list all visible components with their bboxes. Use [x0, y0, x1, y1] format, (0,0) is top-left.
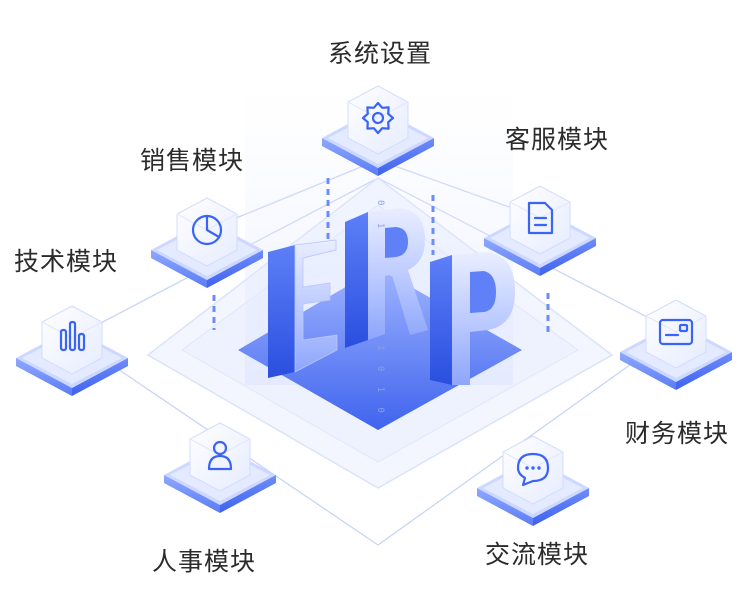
pie-chart-icon: [191, 214, 223, 246]
data-streams: [212, 178, 550, 335]
connection-line: [377, 331, 677, 546]
module-system[interactable]: [322, 85, 434, 176]
module-service[interactable]: [484, 185, 596, 276]
module-comm[interactable]: [477, 435, 589, 526]
letter-e: [268, 239, 338, 378]
module-base-left: [477, 488, 533, 526]
module-base-right: [540, 238, 596, 276]
binary-top: 0 1: [375, 200, 385, 234]
module-hr[interactable]: [164, 422, 276, 513]
module-cube-edge: [347, 101, 409, 119]
module-base-left: [164, 475, 220, 513]
module-sales[interactable]: [151, 197, 263, 288]
gear-icon: [361, 101, 395, 135]
module-label-service: 客服模块: [505, 125, 610, 154]
user-icon: [207, 440, 233, 471]
card-icon: [658, 318, 694, 346]
module-base-left: [16, 358, 72, 396]
module-base-right: [378, 138, 434, 176]
module-label-comm: 交流模块: [485, 540, 590, 569]
binary-bottom: 1 0 1 0: [375, 345, 385, 418]
module-base-left: [484, 238, 540, 276]
module-tech[interactable]: [16, 305, 128, 396]
module-label-tech: 技术模块: [14, 247, 119, 276]
module-base-right: [72, 358, 128, 396]
module-base-right: [676, 352, 732, 390]
module-base-left: [322, 138, 378, 176]
chat-bubble-icon: [516, 452, 550, 487]
module-base-left: [151, 250, 207, 288]
document-icon: [527, 201, 554, 235]
bar-chart-icon: [59, 320, 86, 352]
module-label-sales: 销售模块: [140, 146, 245, 175]
module-cube-edge: [645, 315, 707, 333]
module-cube-edge: [41, 321, 103, 339]
letter-r: [345, 208, 428, 348]
module-label-hr: 人事模块: [152, 547, 257, 576]
module-base-left: [620, 352, 676, 390]
module-label-finance: 财务模块: [625, 419, 730, 448]
module-label-system: 系统设置: [328, 39, 433, 68]
module-base-right: [207, 250, 263, 288]
letter-p: [430, 252, 515, 385]
module-base-right: [533, 488, 589, 526]
inner-base: [238, 268, 522, 430]
module-finance[interactable]: [620, 299, 732, 390]
module-base-right: [220, 475, 276, 513]
